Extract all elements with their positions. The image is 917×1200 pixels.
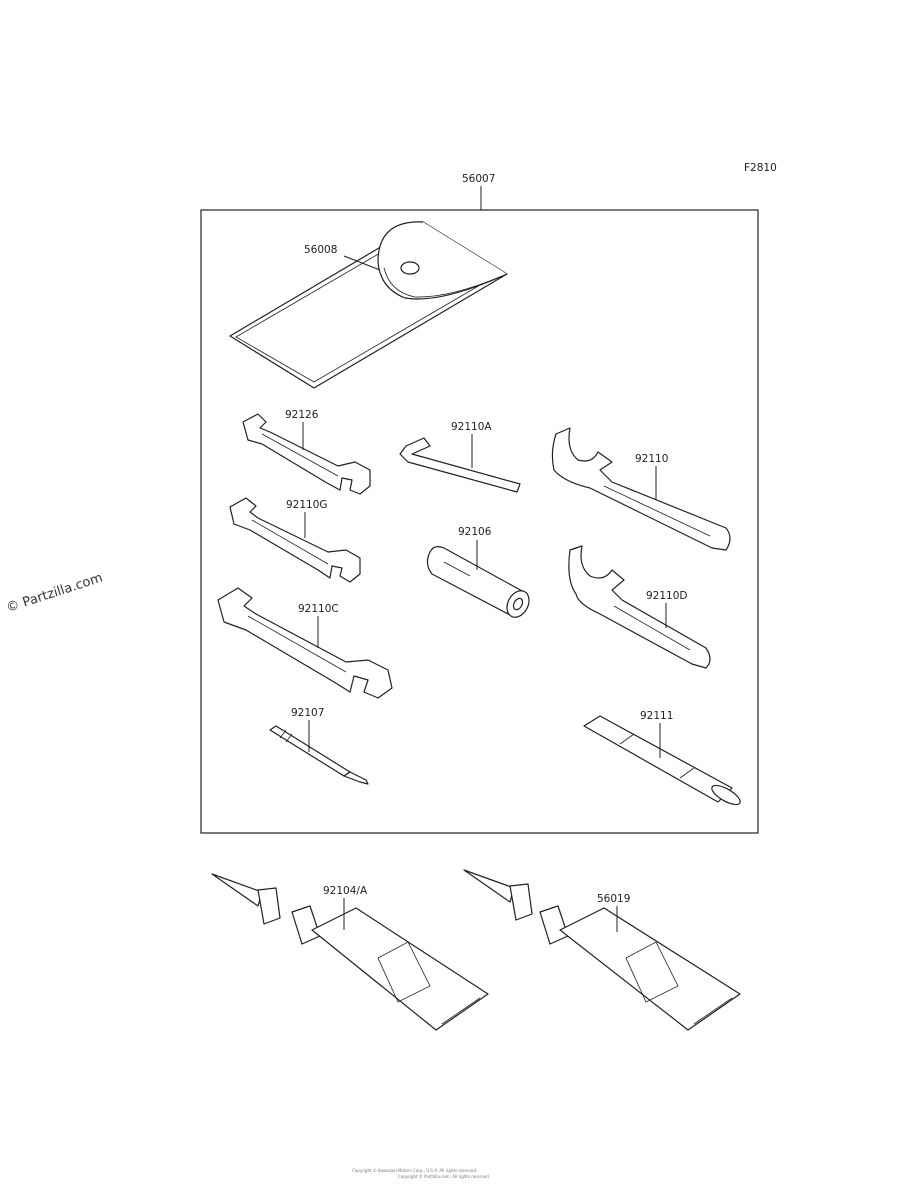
open-end-wrench-icon [229, 497, 361, 583]
watermark-text: © Partzilla.com [5, 571, 105, 616]
part-label-grease-tube-b[interactable]: 56019 [597, 893, 630, 905]
open-end-wrench-icon [242, 413, 371, 495]
footer-line-2: Copyright © Partzilla.com. All rights re… [398, 1174, 490, 1179]
hex-key-icon [399, 437, 521, 493]
part-label-wrench-c[interactable]: 92110C [298, 603, 339, 615]
part-label-wrench-b[interactable]: 92110G [286, 499, 328, 511]
part-label-hex-key[interactable]: 92110A [451, 421, 492, 433]
footer-line-1: Copyright © Kawasaki Motors Corp., U.S.A… [352, 1168, 477, 1173]
part-label-screwdriver[interactable]: 92107 [291, 707, 324, 719]
part-label-socket[interactable]: 92106 [458, 526, 492, 538]
part-label-spanner-b[interactable]: 92110D [646, 590, 688, 602]
hook-spanner-icon [551, 427, 731, 551]
grease-tube-icon [211, 873, 489, 1031]
socket-icon [426, 546, 530, 618]
part-label-wrench-a[interactable]: 92126 [285, 409, 319, 421]
part-label-pouch[interactable]: 56008 [304, 244, 337, 256]
figure-code: F2810 [744, 162, 777, 174]
kit-box [200, 209, 759, 834]
screwdriver-icon [269, 725, 369, 785]
hook-spanner-icon [568, 545, 711, 669]
kit-number-label[interactable]: 56007 [462, 173, 495, 185]
part-label-grease-tube-a[interactable]: 92104/A [323, 885, 368, 897]
handle-icon [583, 715, 741, 806]
part-label-spanner-a[interactable]: 92110 [635, 453, 668, 465]
grease-tube-icon [463, 869, 741, 1031]
open-end-wrench-icon [217, 587, 393, 699]
leader-pouch [343, 255, 381, 271]
part-label-handle[interactable]: 92111 [640, 710, 673, 722]
pouch-drawing [229, 221, 508, 389]
